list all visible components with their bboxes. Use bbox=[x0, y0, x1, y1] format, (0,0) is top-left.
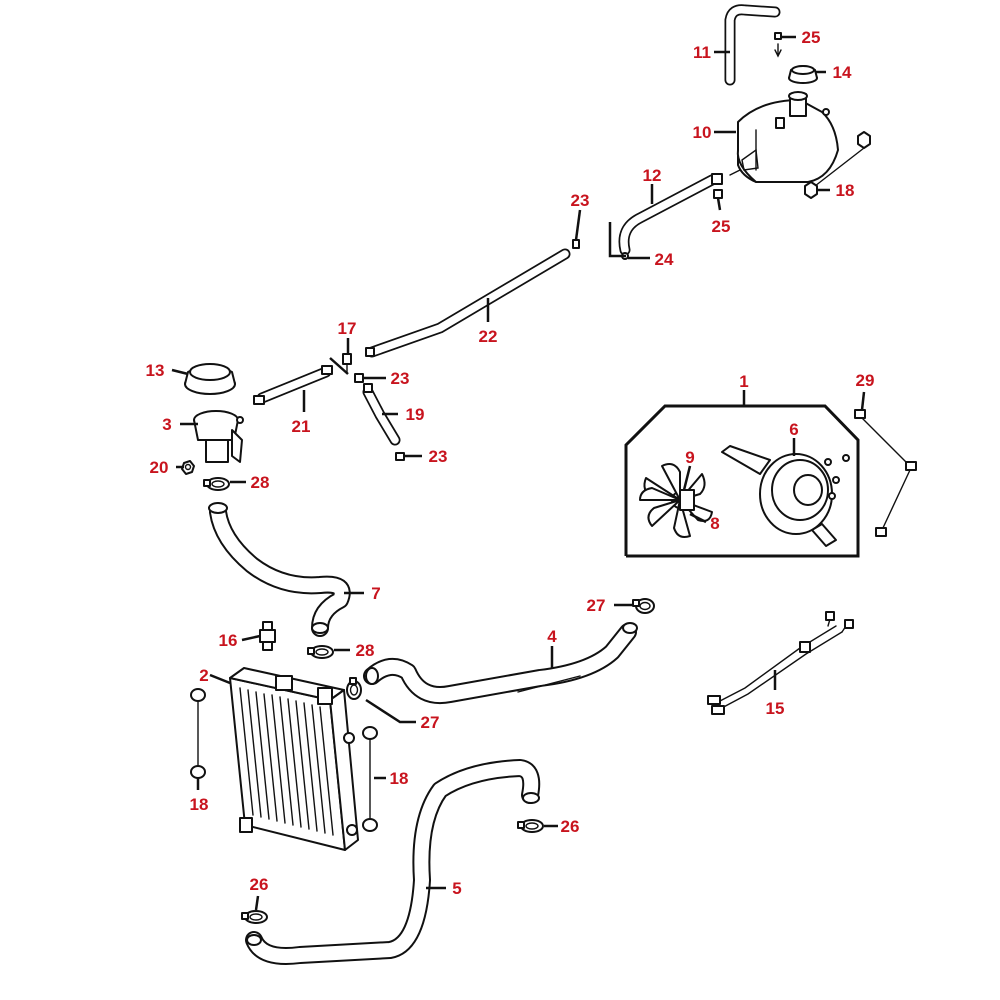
callout-23-upper: 23 bbox=[571, 191, 590, 210]
hose-19 bbox=[362, 383, 401, 446]
callout-8: 8 bbox=[710, 514, 719, 533]
callout-28-top: 28 bbox=[251, 473, 270, 492]
callout-12: 12 bbox=[643, 166, 662, 185]
hose-21 bbox=[253, 365, 333, 405]
callout-18-tank: 18 bbox=[836, 181, 855, 200]
hose-clamp-27-bottom bbox=[346, 677, 362, 700]
callout-20: 20 bbox=[150, 458, 169, 477]
hose-11 bbox=[724, 4, 781, 86]
radiator bbox=[229, 667, 359, 851]
callout-6: 6 bbox=[789, 420, 798, 439]
callout-2: 2 bbox=[199, 666, 208, 685]
hose-clamp-26-right bbox=[517, 819, 544, 833]
lower-radiator-hose bbox=[245, 759, 541, 965]
callout-18-left: 18 bbox=[190, 795, 209, 814]
radiator-cap bbox=[184, 363, 236, 395]
fan-motor-shroud bbox=[721, 445, 850, 547]
callout-27-top: 27 bbox=[587, 596, 606, 615]
callout-26-right: 26 bbox=[561, 817, 580, 836]
callout-29: 29 bbox=[856, 371, 875, 390]
upper-radiator-hose bbox=[208, 502, 351, 637]
callout-14: 14 bbox=[833, 63, 852, 82]
clip-25-middle bbox=[713, 189, 723, 199]
bypass-hose-4 bbox=[363, 622, 638, 704]
reservoir-cap bbox=[788, 65, 818, 84]
callout-22: 22 bbox=[479, 327, 498, 346]
clip-23-lower bbox=[395, 452, 405, 461]
callout-3: 3 bbox=[162, 415, 171, 434]
leader-lines bbox=[171, 35, 866, 911]
callout-13: 13 bbox=[146, 361, 165, 380]
fan-blade bbox=[639, 463, 713, 538]
wiring-harness bbox=[707, 611, 854, 715]
callout-25-middle: 25 bbox=[712, 217, 731, 236]
clip-23-middle bbox=[354, 373, 364, 383]
callout-labels: 1 2 3 4 5 6 7 8 9 10 11 12 13 14 15 16 1… bbox=[146, 28, 875, 898]
filler-neck bbox=[193, 410, 244, 463]
radiator-fins bbox=[239, 687, 334, 836]
callout-1: 1 bbox=[739, 372, 748, 391]
callout-4: 4 bbox=[547, 627, 557, 646]
expansion-tank bbox=[729, 91, 839, 183]
nut-20 bbox=[181, 460, 195, 475]
mount-bolt-left bbox=[190, 688, 206, 779]
callout-23-lower: 23 bbox=[429, 447, 448, 466]
reservoir-bracket-bolt bbox=[804, 131, 871, 199]
callout-9: 9 bbox=[685, 448, 694, 467]
mount-bolt-right bbox=[362, 726, 378, 832]
callout-27-bottom: 27 bbox=[421, 713, 440, 732]
hose-clamp-26-left bbox=[241, 910, 268, 924]
hose-clamp-28-top bbox=[203, 477, 230, 491]
hose-clamp-27-top bbox=[632, 598, 655, 614]
clip-25-top bbox=[774, 32, 782, 58]
hose-clamp-28-bottom bbox=[307, 645, 334, 659]
callout-19: 19 bbox=[406, 405, 425, 424]
callout-16: 16 bbox=[219, 631, 238, 650]
callout-7: 7 bbox=[371, 584, 380, 603]
fan-assembly-box bbox=[624, 404, 860, 558]
callout-26-left: 26 bbox=[250, 875, 269, 894]
callout-28-bottom: 28 bbox=[356, 641, 375, 660]
callout-15: 15 bbox=[766, 699, 785, 718]
callout-5: 5 bbox=[452, 879, 461, 898]
callout-25-top: 25 bbox=[802, 28, 821, 47]
temperature-sensor bbox=[259, 621, 276, 651]
hose-22 bbox=[365, 248, 571, 358]
callout-10: 10 bbox=[693, 123, 712, 142]
callout-11: 11 bbox=[693, 43, 711, 62]
callout-23-middle: 23 bbox=[391, 369, 410, 388]
callout-24: 24 bbox=[655, 250, 674, 269]
callout-21: 21 bbox=[292, 417, 311, 436]
clip-23-upper bbox=[572, 239, 580, 249]
hose-12 bbox=[618, 173, 723, 260]
callout-18-right: 18 bbox=[390, 769, 409, 788]
callout-17: 17 bbox=[338, 319, 357, 338]
fan-mount-screws bbox=[854, 409, 917, 537]
